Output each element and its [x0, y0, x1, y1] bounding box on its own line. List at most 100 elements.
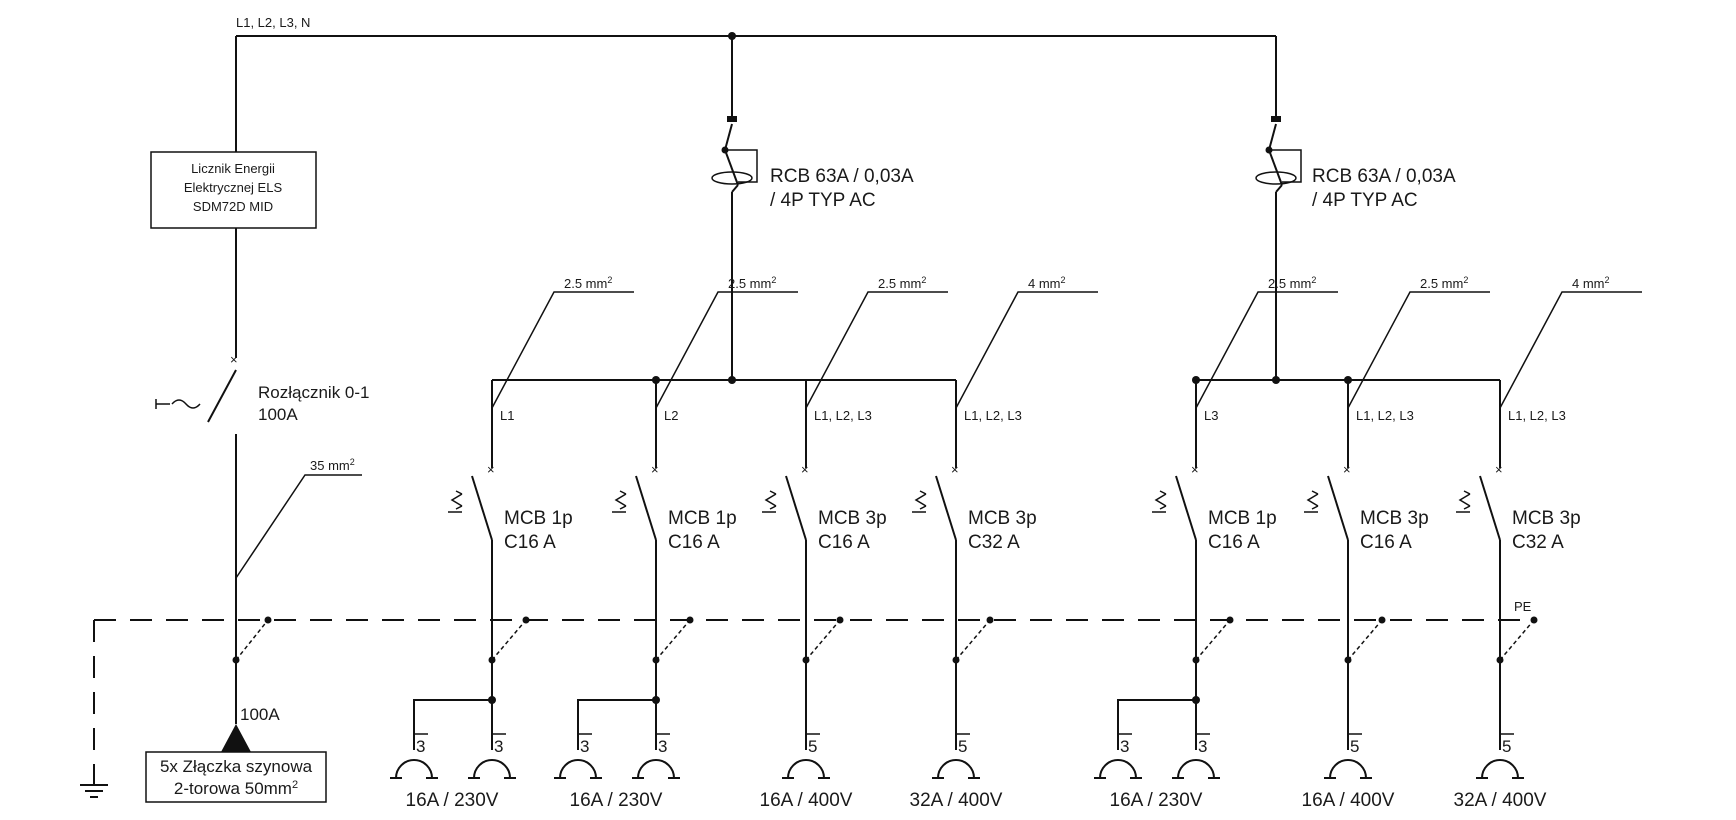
rcd-1-label-2: / 4P TYP AC: [770, 190, 876, 211]
contact-mark: ×: [651, 462, 659, 477]
conductor-count: 3: [1120, 737, 1129, 756]
meter-line-3: SDM72D MID: [193, 199, 273, 214]
contact-mark: ×: [1343, 462, 1351, 477]
breaker-type: MCB 1p: [668, 508, 737, 529]
rcd-group-1: RCB 63A / 0,03A / 4P TYP AC: [492, 116, 956, 384]
mcb-switch-symbol: [1175, 475, 1197, 541]
phase-label: L1: [500, 408, 514, 423]
breaker-type: MCB 3p: [818, 508, 887, 529]
breaker-type: MCB 3p: [1360, 508, 1429, 529]
disconnector-actuator-symbol: [155, 399, 201, 409]
outlet-rating: 16A / 400V: [760, 790, 853, 811]
phase-label: L1, L2, L3: [1508, 408, 1566, 423]
socket-symbol: [554, 759, 602, 779]
outlet-rating: 16A / 230V: [570, 790, 663, 811]
mcb-switch-symbol: [1327, 475, 1349, 541]
busbar-line-2: 2-torowa 50mm2: [174, 779, 298, 798]
cable-size: 2.5 mm2: [1268, 275, 1316, 291]
outlet-rating: 32A / 400V: [910, 790, 1003, 811]
conductor-count: 3: [1198, 737, 1207, 756]
mcb-trip-symbol: [912, 490, 927, 513]
phase-label: L2: [664, 408, 678, 423]
busbar-terminal: 5x Złączka szynowa 2-torowa 50mm2: [145, 751, 327, 803]
breaker-rating: C16 A: [1360, 532, 1412, 553]
conductor-count: 5: [1350, 737, 1359, 756]
cable-size: 4 mm2: [1028, 275, 1066, 291]
mcb-trip-symbol: [1304, 490, 1319, 513]
contact-mark: ×: [951, 462, 959, 477]
disconnector-switch-symbol: [207, 369, 237, 423]
socket-symbol: [1476, 759, 1524, 779]
cable-size: 2.5 mm2: [1420, 275, 1468, 291]
mcb-switch-symbol: [935, 475, 957, 541]
breaker-rating: C16 A: [504, 532, 556, 553]
mcb-switch-symbol: [1479, 475, 1501, 541]
breaker-type: MCB 1p: [1208, 508, 1277, 529]
contact-mark: ×: [1495, 462, 1503, 477]
main-feeder: × Rozłącznik 0-1 100A 35 mm2 100A: [155, 228, 370, 752]
socket-symbol: [1324, 759, 1372, 779]
cable-size: 2.5 mm2: [728, 275, 776, 291]
rcd-1-label-1: RCB 63A / 0,03A: [770, 166, 914, 187]
breaker-type: MCB 3p: [1512, 508, 1581, 529]
socket-symbol: [390, 759, 438, 779]
mcb-trip-symbol: [1456, 490, 1471, 513]
rcd-group-2: RCB 63A / 0,03A / 4P TYP AC: [1192, 116, 1500, 384]
outlet-rating: 16A / 230V: [1110, 790, 1203, 811]
conductor-count: 3: [658, 737, 667, 756]
disconnector-contact-mark: ×: [230, 352, 238, 367]
breaker-rating: C16 A: [668, 532, 720, 553]
socket-symbol: [468, 759, 516, 779]
cable-size: 2.5 mm2: [878, 275, 926, 291]
rcd-2-label-1: RCB 63A / 0,03A: [1312, 166, 1456, 187]
busbar-line-1: 5x Złączka szynowa: [160, 757, 313, 776]
disconnector-rating: 100A: [258, 405, 298, 424]
energy-meter: Licznik Energii Elektrycznej ELS SDM72D …: [150, 151, 317, 229]
main-cable-leader: [235, 474, 362, 579]
mcb-switch-symbol: [785, 475, 807, 541]
outlet-rating: 16A / 230V: [406, 790, 499, 811]
breaker-rating: C32 A: [1512, 532, 1564, 553]
phase-label: L1, L2, L3: [814, 408, 872, 423]
phase-label: L3: [1204, 408, 1218, 423]
socket-symbol: [1094, 759, 1142, 779]
conductor-count: 5: [808, 737, 817, 756]
conductor-count: 3: [416, 737, 425, 756]
conductor-count: 5: [958, 737, 967, 756]
socket-symbol: [782, 759, 830, 779]
contact-mark: ×: [1191, 462, 1199, 477]
rcd-2-label-2: / 4P TYP AC: [1312, 190, 1418, 211]
outlet-rating: 16A / 400V: [1302, 790, 1395, 811]
mcb-trip-symbol: [762, 490, 777, 513]
mcb-switch-symbol: [471, 475, 493, 541]
conductor-count: 3: [580, 737, 589, 756]
main-cable-size: 35 mm2: [310, 457, 355, 473]
socket-symbol: [632, 759, 680, 779]
mcb-switch-symbol: [635, 475, 657, 541]
cable-size: 2.5 mm2: [564, 275, 612, 291]
mcb-trip-symbol: [448, 490, 463, 513]
phase-label: L1, L2, L3: [1356, 408, 1414, 423]
conductor-count: 5: [1502, 737, 1511, 756]
pe-conductor: PE: [80, 599, 1532, 798]
pe-label: PE: [1514, 599, 1532, 614]
disconnector-name: Rozłącznik 0-1: [258, 383, 370, 402]
main-rating: 100A: [240, 705, 280, 724]
socket-symbol: [932, 759, 980, 779]
conductor-count: 3: [494, 737, 503, 756]
meter-line-2: Elektrycznej ELS: [184, 180, 283, 195]
contact-mark: ×: [487, 462, 495, 477]
outlet-rating: 32A / 400V: [1454, 790, 1547, 811]
cable-size: 4 mm2: [1572, 275, 1610, 291]
breaker-rating: C32 A: [968, 532, 1020, 553]
phase-label: L1, L2, L3: [964, 408, 1022, 423]
mcb-trip-symbol: [1152, 490, 1167, 513]
